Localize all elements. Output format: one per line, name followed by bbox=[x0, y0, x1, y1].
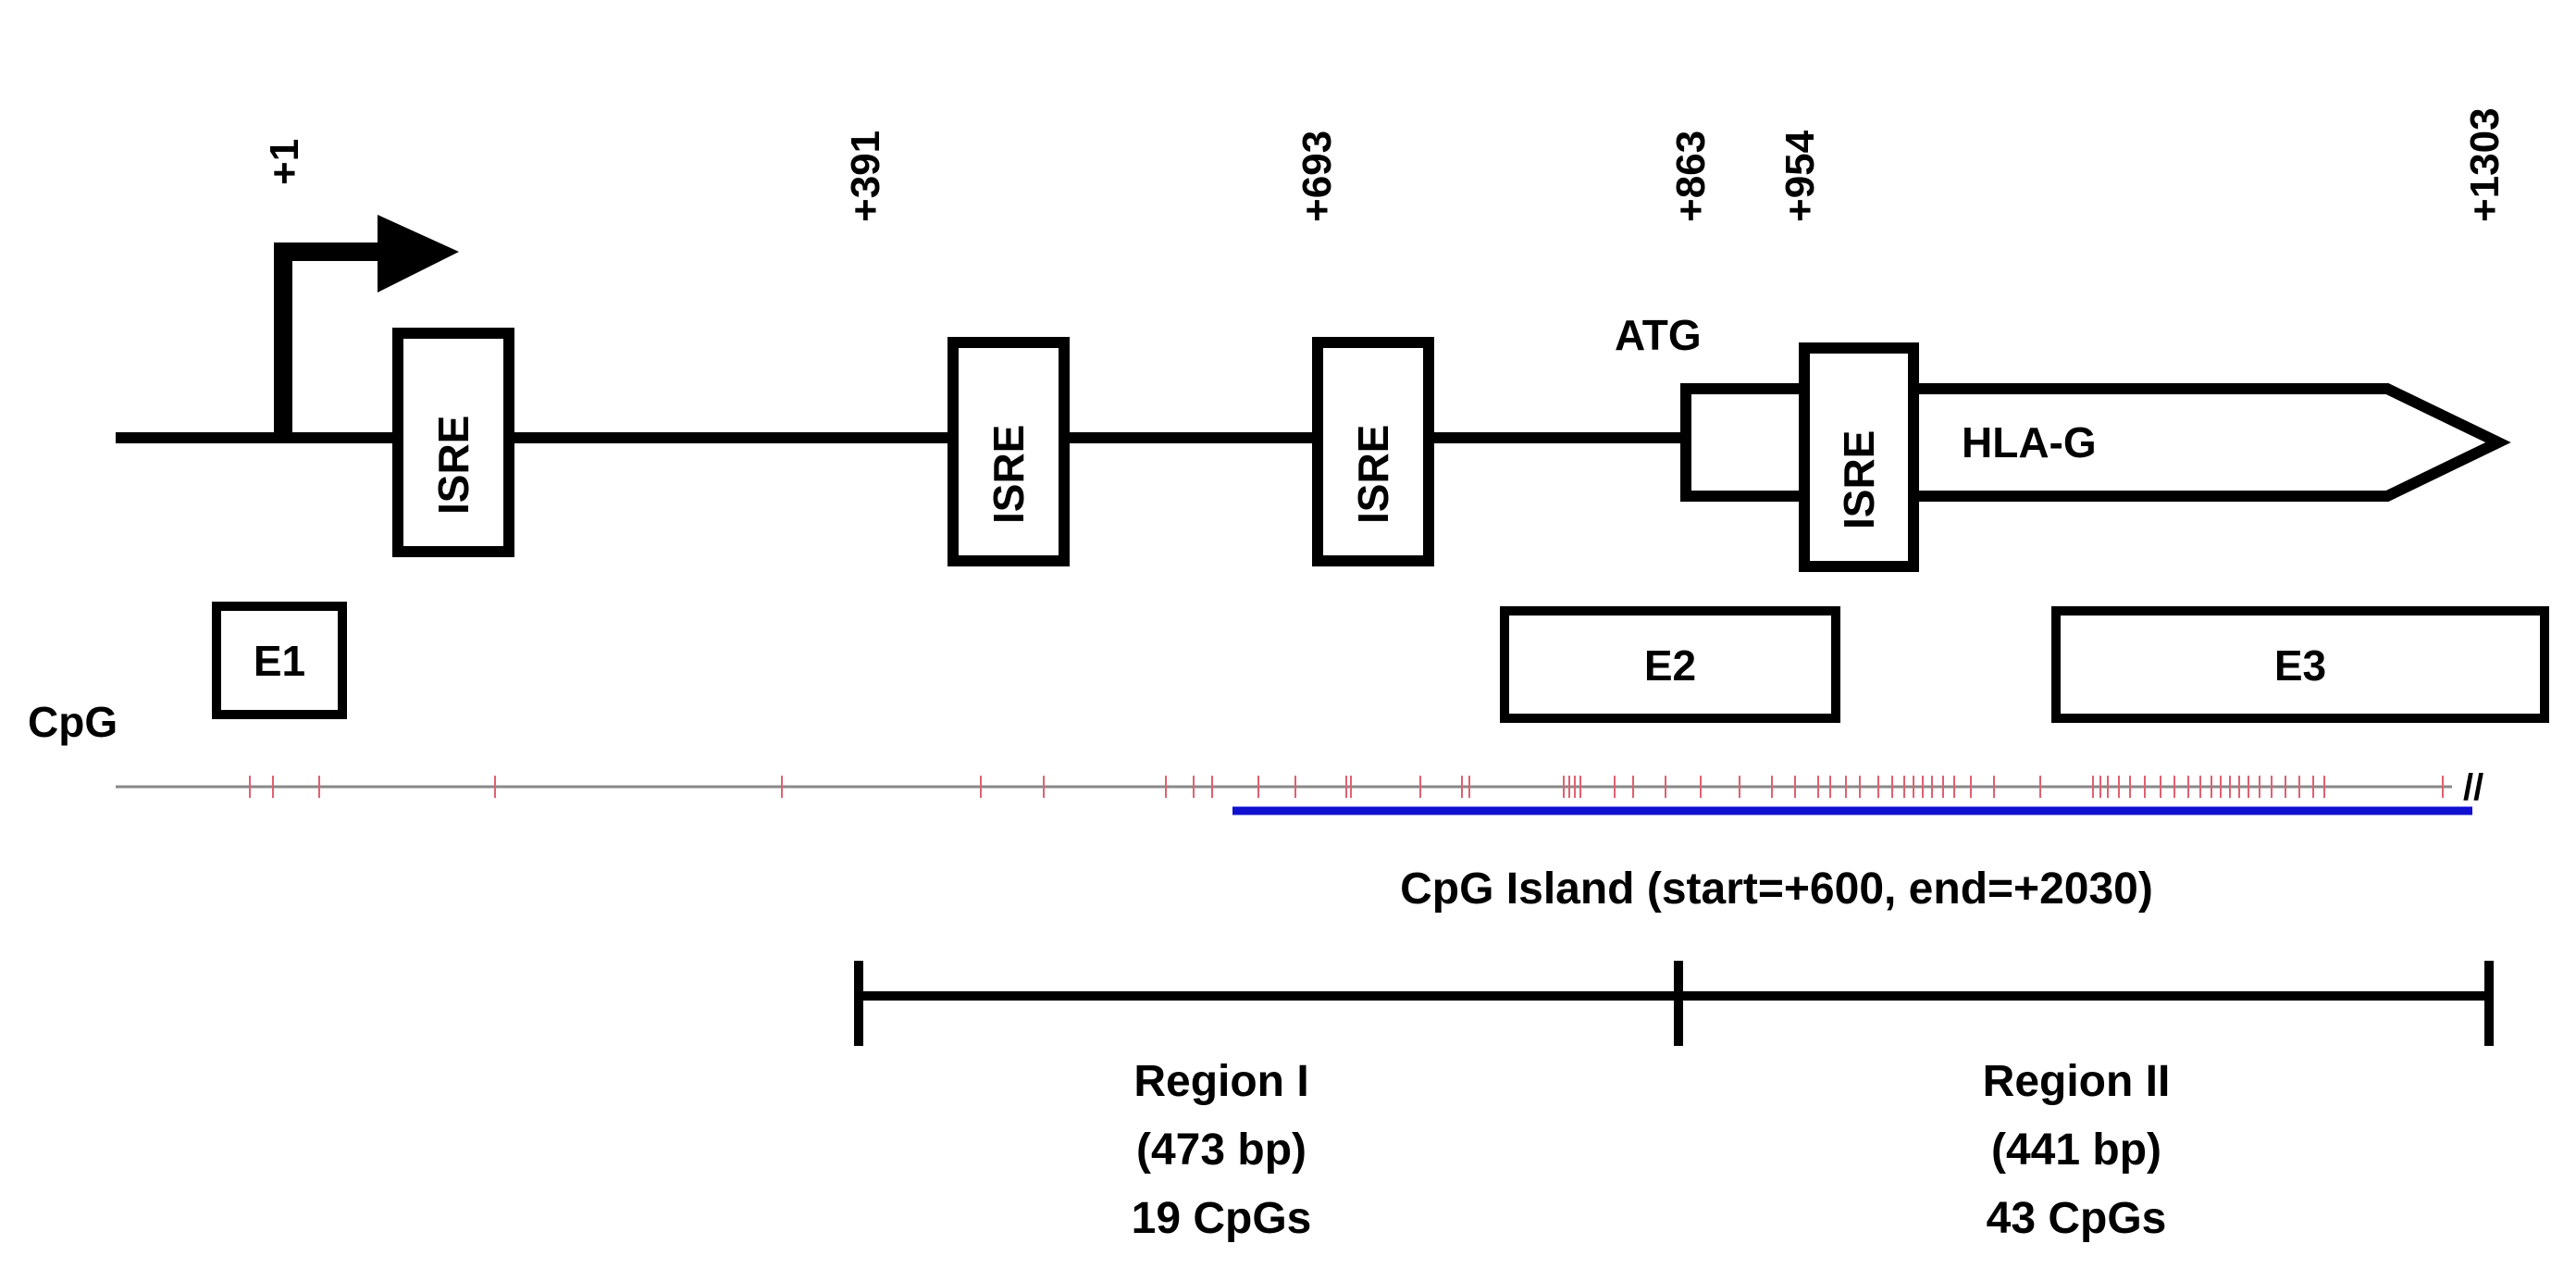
region-1-name: Region I bbox=[1133, 1057, 1308, 1106]
exon-e3-label: E3 bbox=[2274, 641, 2326, 690]
isre-box-3: ISRE bbox=[1312, 337, 1434, 566]
isre-box-1: ISRE bbox=[392, 328, 514, 557]
position-label-954: +954 bbox=[1777, 130, 1823, 222]
atg-label: ATG bbox=[1615, 311, 1702, 359]
region-2-size: (441 bp) bbox=[1991, 1126, 2161, 1175]
tss-arrow-icon bbox=[378, 215, 459, 292]
position-label-863: +863 bbox=[1668, 131, 1714, 222]
exon-e3-box: E3 bbox=[2051, 606, 2549, 723]
region-1-size: (473 bp) bbox=[1136, 1126, 1307, 1175]
cpg-track-label: CpG bbox=[28, 698, 118, 746]
region-2-labels: Region II (441 bp) 43 CpGs bbox=[1983, 1057, 2171, 1243]
position-label-391: +391 bbox=[843, 131, 888, 222]
exon-e1-box: E1 bbox=[212, 602, 347, 719]
position-label-1: +1 bbox=[262, 139, 307, 185]
exon-e2-box: E2 bbox=[1500, 606, 1840, 723]
isre-label: ISRE bbox=[985, 425, 1033, 524]
exon-e2-label: E2 bbox=[1644, 641, 1696, 690]
isre-label: ISRE bbox=[1349, 425, 1397, 524]
region-2-name: Region II bbox=[1983, 1057, 2171, 1106]
region-1-cpgs: 19 CpGs bbox=[1132, 1194, 1312, 1243]
position-label-1303: +1303 bbox=[2462, 107, 2508, 222]
tss-arrow-stem bbox=[274, 243, 381, 438]
isre-label: ISRE bbox=[1835, 430, 1883, 529]
exon-e1-label: E1 bbox=[254, 637, 305, 685]
region-1-labels: Region I (473 bp) 19 CpGs bbox=[1132, 1057, 1312, 1243]
isre-box-2: ISRE bbox=[947, 337, 1070, 566]
cpg-island-label: CpG Island (start=+600, end=+2030) bbox=[1400, 864, 2153, 914]
isre-box-4: ISRE bbox=[1799, 342, 1919, 572]
region-2-cpgs: 43 CpGs bbox=[1987, 1194, 2167, 1243]
position-label-693: +693 bbox=[1294, 131, 1340, 222]
cpg-ticks bbox=[249, 776, 2444, 798]
gene-label: HLA-G bbox=[1962, 418, 2097, 466]
break-mark: // bbox=[2463, 767, 2483, 808]
isre-label: ISRE bbox=[429, 416, 477, 515]
